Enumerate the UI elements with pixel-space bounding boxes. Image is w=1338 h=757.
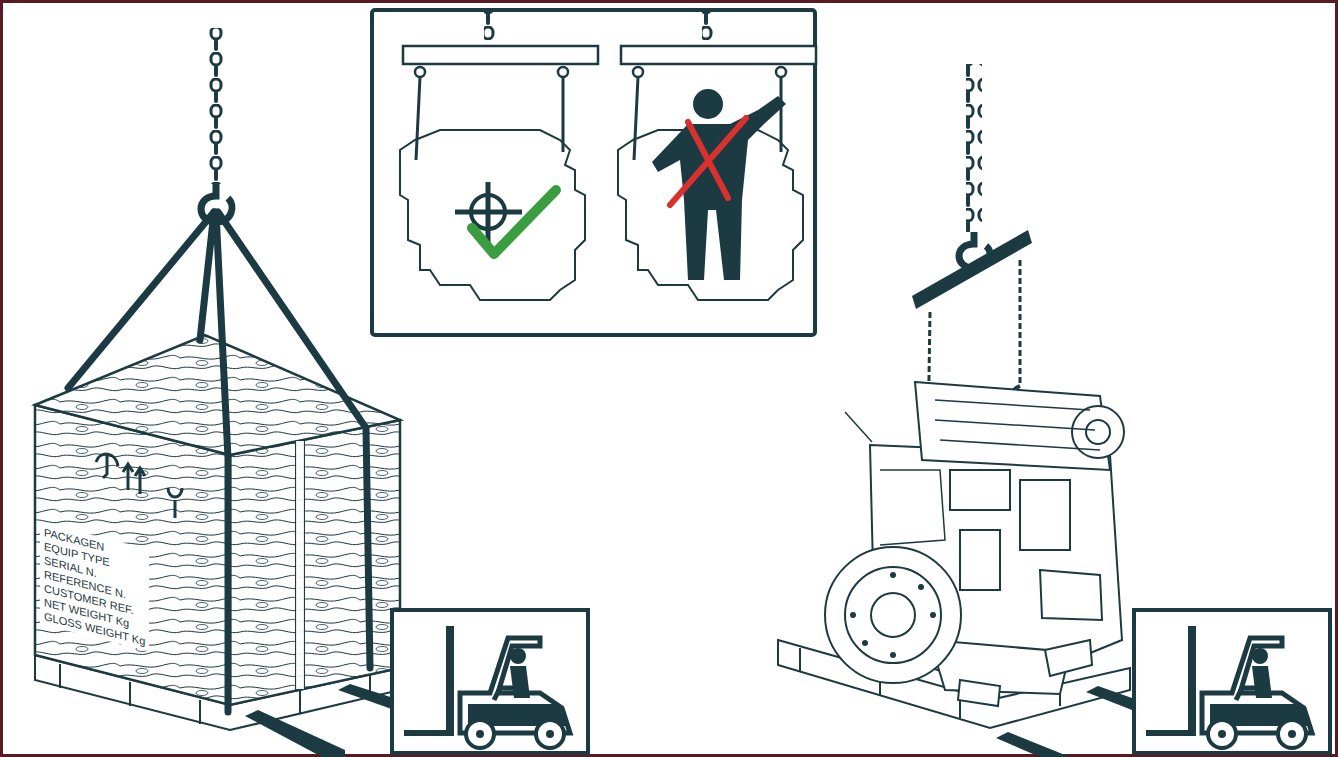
lifting-rule-panel: [372, 10, 816, 335]
engine-lift: [778, 64, 1330, 757]
